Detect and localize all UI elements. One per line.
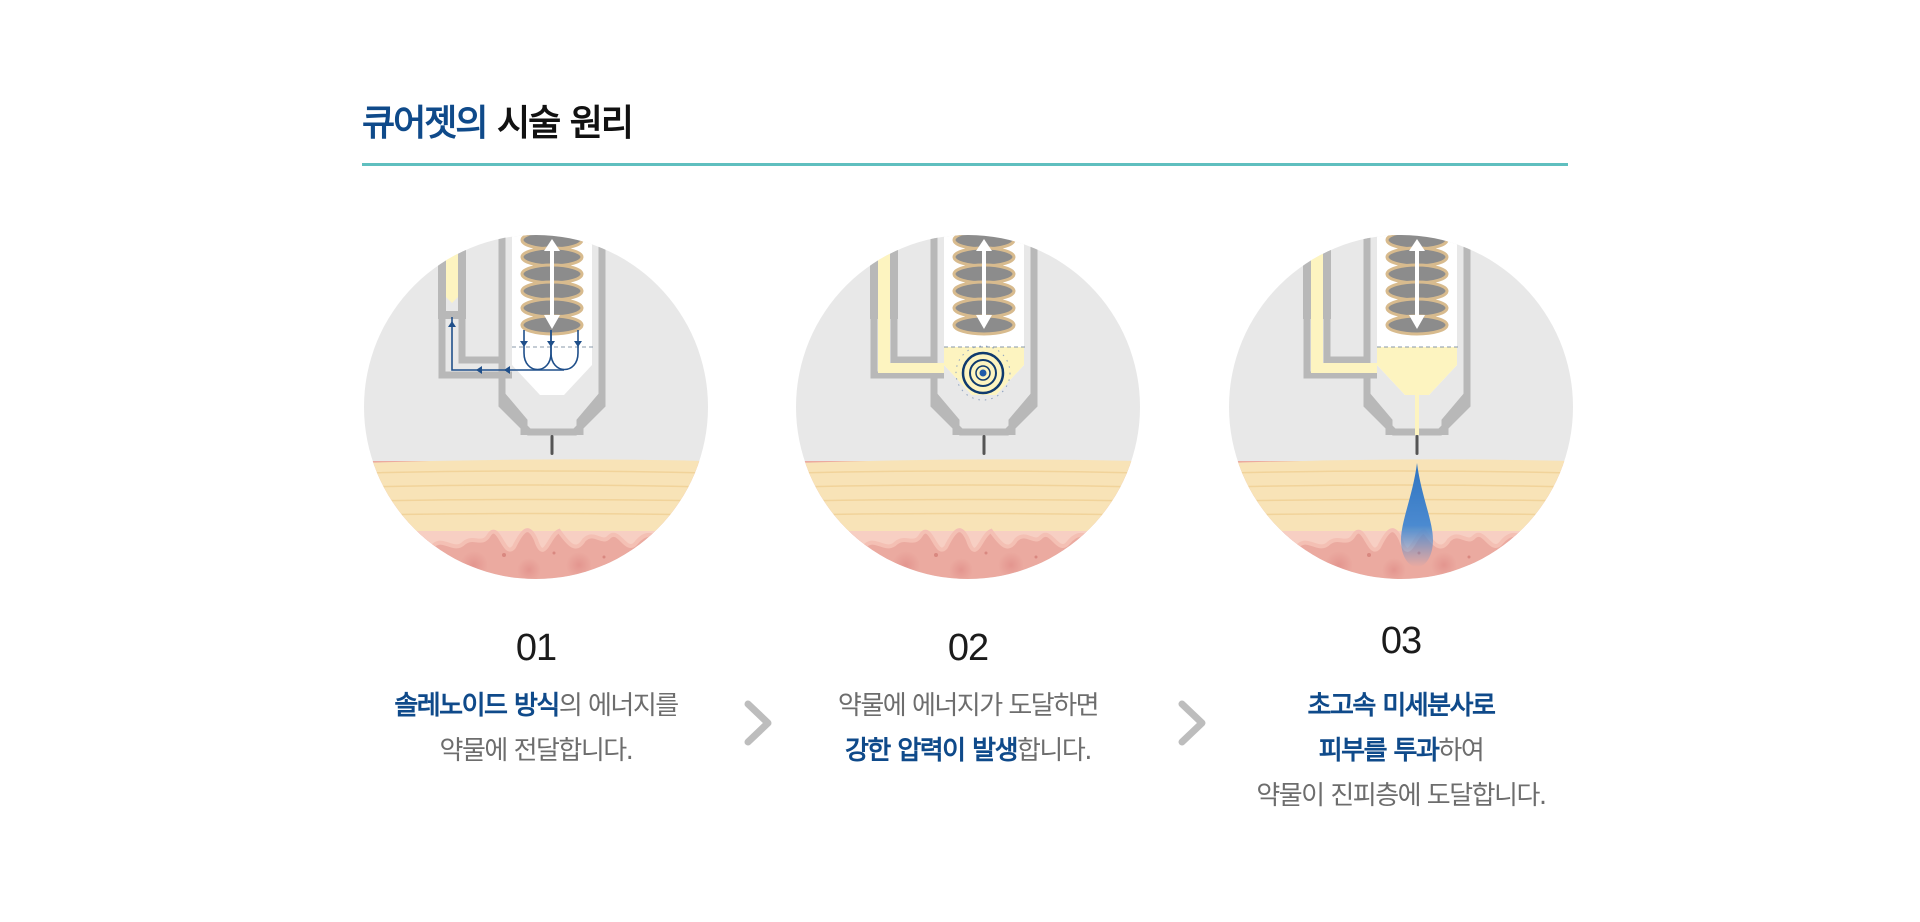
page-title-rest: 시술 원리 bbox=[497, 103, 634, 144]
step-highlight: 초고속 미세분사로 bbox=[1307, 691, 1496, 721]
step-1: 01 솔레노이드 방식의 에너지를 약물에 전달합니다. bbox=[364, 235, 708, 766]
step-text: 약물에 에너지가 도달하면 bbox=[837, 691, 1100, 721]
step-description: 솔레노이드 방식의 에너지를 약물에 전달합니다. bbox=[334, 684, 738, 774]
step-highlight: 솔레노이드 방식 bbox=[394, 691, 560, 721]
page-title: 큐어젯의 시술 원리 bbox=[362, 94, 634, 146]
step-highlight: 피부를 투과 bbox=[1318, 736, 1440, 766]
step-number: 02 bbox=[947, 627, 989, 669]
pressure-generation-illustration bbox=[796, 235, 1140, 579]
title-divider bbox=[362, 163, 1568, 166]
solenoid-energy-transfer-illustration bbox=[364, 235, 708, 579]
page-title-brand: 큐어젯의 bbox=[362, 103, 488, 144]
step-text: 약물에 전달합니다. bbox=[439, 736, 634, 766]
micro-jet-skin-penetration-illustration bbox=[1229, 235, 1573, 579]
chevron-right-icon bbox=[744, 700, 772, 746]
step-description: 약물에 에너지가 도달하면 강한 압력이 발생합니다. bbox=[766, 684, 1170, 774]
chevron-right-icon bbox=[1178, 700, 1206, 746]
step-3: 03 초고속 미세분사로 피부를 투과하여 약물이 진피층에 도달합니다. bbox=[1229, 235, 1573, 811]
step-text: 합니다. bbox=[1017, 736, 1093, 766]
step-number: 03 bbox=[1380, 620, 1422, 662]
step-text: 하여 bbox=[1438, 736, 1484, 766]
step-number: 01 bbox=[515, 627, 557, 669]
step-description: 초고속 미세분사로 피부를 투과하여 약물이 진피층에 도달합니다. bbox=[1199, 684, 1603, 819]
step-text: 의 에너지를 bbox=[558, 691, 679, 721]
step-highlight: 강한 압력이 발생 bbox=[844, 736, 1019, 766]
step-2: 02 약물에 에너지가 도달하면 강한 압력이 발생합니다. bbox=[796, 235, 1140, 766]
step-text: 약물이 진피층에 도달합니다. bbox=[1256, 781, 1547, 811]
